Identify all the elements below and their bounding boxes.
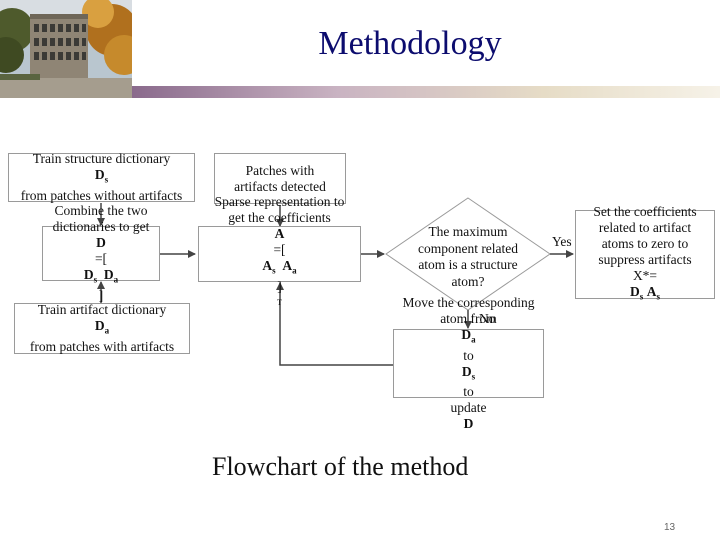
combine-line1: Combine the two <box>54 203 148 219</box>
set-coeff-equation: X*=Ds As <box>630 268 660 302</box>
combine-line2: dictionaries to get <box>52 219 150 235</box>
train-structure-dictionary-box: Train structure dictionary Ds from patch… <box>8 151 195 203</box>
sparse-representation-box: Sparse representation to get the coeffic… <box>198 194 361 307</box>
set-coeff-line2: related to artifact <box>598 220 692 236</box>
decision-line1: The maximum <box>428 224 508 239</box>
combine-equation: D=[Ds Da] <box>83 235 119 303</box>
patches-line2: artifacts detected <box>234 178 326 194</box>
slide-title: Methodology <box>318 25 502 62</box>
arrow-move-to-sparse <box>276 282 393 366</box>
figure-caption: Flowchart of the method <box>212 452 469 481</box>
set-coeff-line1: Set the coefficients <box>593 204 697 220</box>
decision-line4: atom? <box>451 273 485 289</box>
set-coeff-line4: suppress artifacts <box>598 252 692 268</box>
patches-with-artifacts-box: Patches with artifacts detected <box>214 153 346 204</box>
train-artifact-symbol-sub: a <box>104 325 110 336</box>
header-band <box>132 86 720 98</box>
train-structure-line1: Train structure dictionary <box>32 151 171 167</box>
train-artifact-dictionary-box: Train artifact dictionary Da from patche… <box>14 302 190 354</box>
patches-line1: Patches with <box>245 162 315 178</box>
move-atom-box: Move the corresponding atom from Da to D… <box>393 295 544 431</box>
train-structure-symbol-sub: s <box>104 174 109 185</box>
decision-line2: component related <box>417 240 519 256</box>
sparse-equation: A=[As Aa]T <box>262 225 297 307</box>
decision-line3: atom is a structure <box>418 257 518 272</box>
move-line1: Move the corresponding <box>402 294 535 310</box>
sparse-line1: Sparse representation to <box>214 193 345 209</box>
train-structure-symbol: D <box>94 167 105 183</box>
move-line2: atom from Da to Ds to <box>440 310 497 400</box>
set-coeff-line3: atoms to zero to <box>601 236 689 252</box>
page-number: 13 <box>664 522 676 533</box>
header-photo <box>0 0 132 98</box>
train-artifact-symbol: D <box>94 318 105 334</box>
train-artifact-line2: from patches with artifacts <box>29 338 175 354</box>
combine-dictionaries-box: Combine the two dictionaries to get D=[D… <box>42 203 160 303</box>
move-line3: update D <box>450 400 487 432</box>
decision-text: The maximum component related atom is a … <box>400 224 536 290</box>
no-label: No <box>479 311 496 326</box>
train-structure-line2: from patches without artifacts <box>20 187 183 203</box>
train-artifact-line1: Train artifact dictionary <box>37 302 167 318</box>
yes-label: Yes <box>552 234 572 249</box>
sparse-line2: get the coefficients <box>228 209 331 225</box>
flowchart: Train structure dictionary Ds from patch… <box>0 140 720 431</box>
set-coefficients-box: Set the coefficients related to artifact… <box>575 204 715 302</box>
flowchart-connectors <box>97 197 574 366</box>
